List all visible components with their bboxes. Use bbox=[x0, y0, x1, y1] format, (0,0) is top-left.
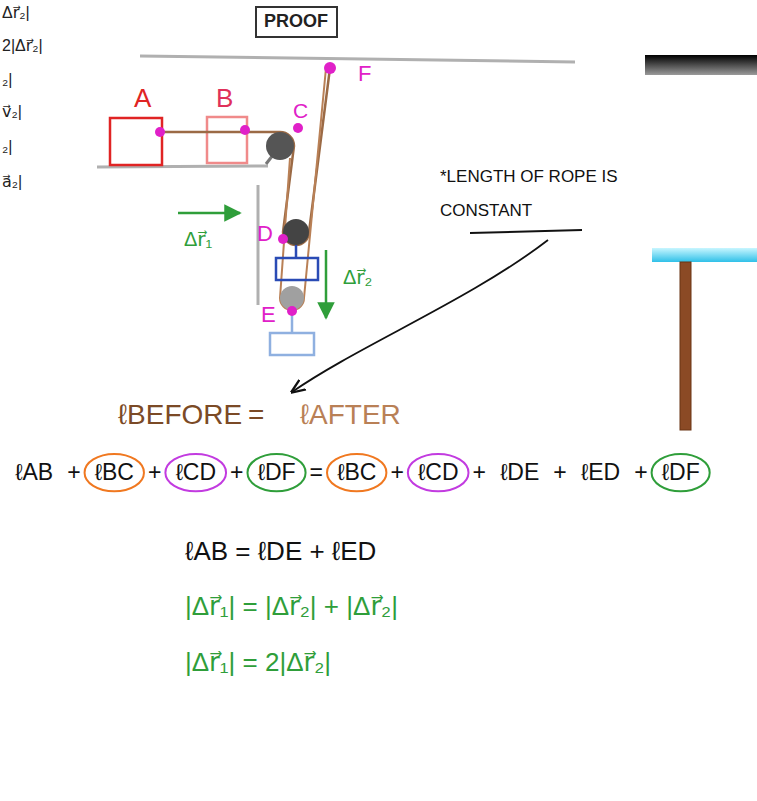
equation: ℓAB = ℓDE + ℓED bbox=[185, 537, 376, 566]
equation-term: ℓDF bbox=[257, 460, 295, 485]
point-letter: B bbox=[216, 84, 233, 113]
displacement-label: Δr⃗₂ bbox=[343, 266, 372, 288]
equation-sign: + bbox=[553, 460, 566, 485]
pulley-c bbox=[266, 132, 294, 160]
equation-sign: + bbox=[67, 460, 80, 485]
block-before bbox=[110, 118, 162, 165]
underline bbox=[470, 230, 582, 233]
leader-line bbox=[292, 240, 548, 392]
note: *LENGTH OF ROPE IS CONSTANT bbox=[440, 160, 622, 228]
equation-sign: + bbox=[148, 460, 161, 485]
brown-post bbox=[680, 262, 691, 430]
equation-term: ℓCD bbox=[175, 460, 216, 485]
term-circle bbox=[327, 454, 386, 491]
mass-before bbox=[276, 258, 318, 280]
ceiling-line bbox=[140, 56, 575, 62]
point-letter: A bbox=[134, 84, 151, 113]
term-circle bbox=[85, 454, 144, 491]
equation-sign: + bbox=[230, 460, 243, 485]
equation-row: ℓAB + ℓBC + ℓCD + ℓDF = ℓBC + ℓCD + ℓDE + ℓED + ℓDF bbox=[15, 460, 700, 485]
term-circle bbox=[652, 454, 710, 491]
cut-label: v⃗₂| bbox=[2, 103, 22, 121]
point-dot bbox=[240, 125, 250, 135]
point-letter: C bbox=[293, 99, 308, 122]
term-circle bbox=[247, 454, 305, 491]
equation-sign: + bbox=[473, 460, 486, 485]
point-letter: D bbox=[257, 222, 273, 246]
displacement-arrow bbox=[325, 250, 328, 318]
term-circle bbox=[165, 454, 226, 491]
equation-sign: = bbox=[248, 400, 264, 431]
equation-term: ℓBEFORE bbox=[118, 400, 242, 431]
equation-sign: = bbox=[310, 460, 323, 485]
block-after bbox=[207, 117, 247, 163]
point-letter: F bbox=[358, 62, 371, 86]
equation-term: ℓED bbox=[581, 460, 620, 485]
title-box: PROOF bbox=[255, 6, 338, 38]
equation-term: ℓBC bbox=[337, 460, 376, 485]
box-text: PROOF bbox=[264, 12, 329, 32]
equation-term: ℓAFTER bbox=[300, 400, 401, 431]
point-dot bbox=[278, 234, 288, 244]
cut-label: ₂| bbox=[2, 138, 12, 156]
equation: |Δr⃗₁| = 2|Δr⃗₂| bbox=[185, 648, 331, 677]
equation-sign: + bbox=[390, 460, 403, 485]
rope-before bbox=[160, 68, 330, 245]
point-dot bbox=[155, 127, 165, 137]
cut-label: 2|Δr⃗₂| bbox=[2, 37, 43, 55]
cut-label: ₂| bbox=[2, 71, 12, 89]
point-dot bbox=[324, 62, 336, 74]
cyan-bar bbox=[652, 248, 757, 262]
equation-term: ℓDF bbox=[662, 460, 700, 485]
term-circle bbox=[408, 454, 469, 491]
mass-after bbox=[270, 333, 314, 355]
displacement-arrow bbox=[178, 212, 240, 215]
displacement-label: Δr⃗₁ bbox=[184, 228, 212, 250]
equation-term: ℓDE bbox=[500, 460, 539, 485]
point-dot bbox=[287, 306, 297, 316]
equation-term: ℓCD bbox=[418, 460, 459, 485]
dark-bar bbox=[645, 55, 757, 75]
point-letter: E bbox=[261, 303, 276, 327]
equation-term: ℓBC bbox=[95, 460, 134, 485]
point-dot bbox=[293, 123, 303, 133]
cut-label: Δr⃗₂| bbox=[2, 4, 30, 22]
equation-term: ℓAB bbox=[15, 460, 53, 485]
cut-label: a⃗₂| bbox=[2, 173, 22, 191]
equation-sign: + bbox=[634, 460, 647, 485]
hanger-d bbox=[295, 245, 298, 258]
equation: |Δr⃗₁| = |Δr⃗₂| + |Δr⃗₂| bbox=[185, 592, 398, 621]
